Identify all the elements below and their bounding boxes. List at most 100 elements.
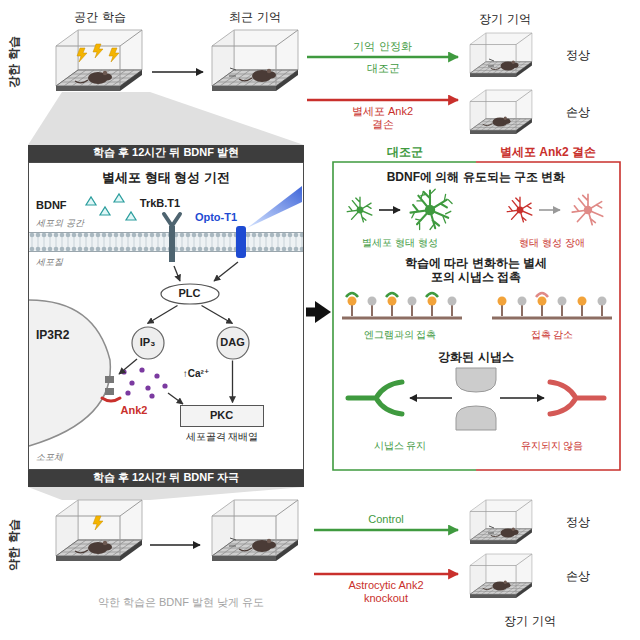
footer-band bbox=[28, 470, 304, 487]
node-shape bbox=[161, 284, 219, 304]
cage-box: 손상 bbox=[460, 552, 600, 600]
astrocyte bbox=[572, 194, 602, 224]
cage-group: 약한 학습은 BDNF 발현 낮게 유도 bbox=[50, 492, 312, 612]
cage-box: 정상 bbox=[460, 32, 600, 78]
kinase-box: PKC bbox=[180, 405, 264, 427]
astrocyte-process bbox=[348, 382, 402, 414]
text-label: IP3R2 bbox=[36, 328, 69, 342]
flow-arrow bbox=[150, 544, 200, 546]
text-label: Opto-T1 bbox=[188, 211, 244, 224]
recall-cage bbox=[212, 30, 298, 91]
text-label: 소포체 bbox=[36, 452, 63, 463]
node-text: DAG bbox=[220, 336, 244, 349]
node-text: IP₃ bbox=[140, 336, 155, 349]
connector-arrow bbox=[314, 529, 458, 531]
text-label: 유지되지 않음 bbox=[487, 440, 617, 452]
node-text: PLC bbox=[179, 287, 201, 300]
text-label: 대조군 bbox=[353, 62, 413, 75]
edge-label: 기억 안정화 bbox=[338, 40, 428, 53]
connector-arrow bbox=[307, 56, 458, 58]
endoplasmic-reticulum bbox=[29, 300, 110, 446]
text-label: BDNF bbox=[36, 199, 67, 212]
node-text: 최근 기억 bbox=[229, 10, 280, 24]
text-label: 약한 학습 bbox=[6, 509, 22, 581]
node-text: 공간 학습 bbox=[74, 10, 125, 24]
text-label: 강한 학습 bbox=[6, 26, 22, 98]
text-label: 세포외 공간 bbox=[36, 218, 84, 229]
bdnf-ligand bbox=[86, 194, 136, 220]
change-arrow bbox=[500, 397, 544, 399]
edge-label: Control bbox=[341, 513, 431, 526]
signal-arrow bbox=[174, 266, 180, 281]
node-text: 별세포 Ank2 결손 bbox=[500, 145, 596, 159]
text-label: BDNF에 의해 유도되는 구조 변화 bbox=[336, 170, 616, 184]
edge-label: Astrocytic Ank2 knockout bbox=[343, 579, 429, 605]
header-band bbox=[28, 145, 304, 162]
membrane-edge bbox=[29, 233, 303, 252]
astrocyte bbox=[347, 197, 372, 222]
result-panel: 별세포 Ank2 결손 bbox=[476, 144, 620, 470]
node-shape bbox=[217, 327, 249, 359]
text-label: 강화된 시냅스 bbox=[401, 350, 551, 364]
trkb-receptor bbox=[164, 214, 180, 262]
recall-cage bbox=[212, 500, 298, 561]
messenger-circle: DAG bbox=[216, 326, 250, 360]
signal-arrow bbox=[214, 262, 238, 281]
text-label: 학습 후 12시간 뒤 BDNF 발현 bbox=[31, 146, 301, 159]
synapse-contacts bbox=[342, 293, 462, 318]
connector-arrow bbox=[152, 71, 203, 73]
text-label: 접촉 감소 bbox=[487, 329, 617, 341]
astrocyte bbox=[411, 189, 453, 229]
astrocyte bbox=[507, 197, 532, 222]
synapse-contacts bbox=[492, 293, 612, 318]
ip3r2-channel bbox=[102, 376, 120, 401]
text-label: 학습 후 12시간 뒤 BDNF 자극 bbox=[31, 471, 301, 484]
text-label: 학습에 따라 변화하는 별세포의 시냅스 접촉 bbox=[401, 256, 551, 285]
node-text: PKC bbox=[210, 409, 233, 422]
cage-box: 공간 학습 bbox=[50, 10, 150, 105]
panel-border bbox=[333, 162, 476, 470]
change-arrow bbox=[379, 209, 400, 211]
text-label: 별세포 형태 형성 bbox=[335, 237, 465, 249]
cage-box: 최근 기억 bbox=[205, 10, 305, 105]
text-label: Ank2 bbox=[114, 404, 154, 417]
normal-cage bbox=[470, 500, 532, 544]
text-label: 세포질 bbox=[36, 257, 63, 268]
cage-box: 손상 bbox=[460, 88, 600, 136]
cage-box: 정상 bbox=[460, 498, 600, 546]
light-beam bbox=[247, 186, 302, 228]
node-text: 약한 학습은 BDNF 발현 낮게 유도 bbox=[98, 596, 264, 609]
result-panel: 대조군 bbox=[333, 144, 476, 470]
text-label: 형태 형성 장애 bbox=[487, 237, 617, 249]
change-arrow bbox=[410, 397, 452, 399]
connector-arrow bbox=[232, 361, 233, 403]
messenger-circle: IP₃ bbox=[131, 326, 165, 360]
change-arrow bbox=[539, 209, 560, 211]
text-label: 시냅스 유지 bbox=[335, 440, 465, 452]
enzyme-ellipse: PLC bbox=[160, 283, 220, 305]
text-label: TrkB.T1 bbox=[130, 197, 190, 210]
expansion-wedge bbox=[28, 92, 304, 145]
connector-arrow bbox=[202, 306, 233, 324]
node-text: 별세포 형태 형성 기전 bbox=[102, 170, 230, 186]
signal-arrow bbox=[168, 393, 183, 404]
opto-receptor bbox=[236, 226, 246, 258]
node-text: 손상 bbox=[566, 105, 590, 119]
training-cage bbox=[56, 30, 142, 91]
text-label: ↑Ca²⁺ bbox=[175, 368, 217, 380]
text-label: 장기 기억 bbox=[460, 12, 550, 26]
connector-arrow bbox=[314, 573, 458, 575]
text-label: 세포골격 재배열 bbox=[167, 431, 277, 443]
text-label: 장기 기억 bbox=[485, 614, 575, 628]
signal-arrow bbox=[119, 359, 137, 374]
node-text: 정상 bbox=[566, 48, 590, 62]
calcium-ions bbox=[121, 367, 167, 398]
node-shape bbox=[132, 327, 164, 359]
impaired-cage bbox=[470, 90, 532, 134]
astrocyte-process bbox=[550, 382, 604, 414]
